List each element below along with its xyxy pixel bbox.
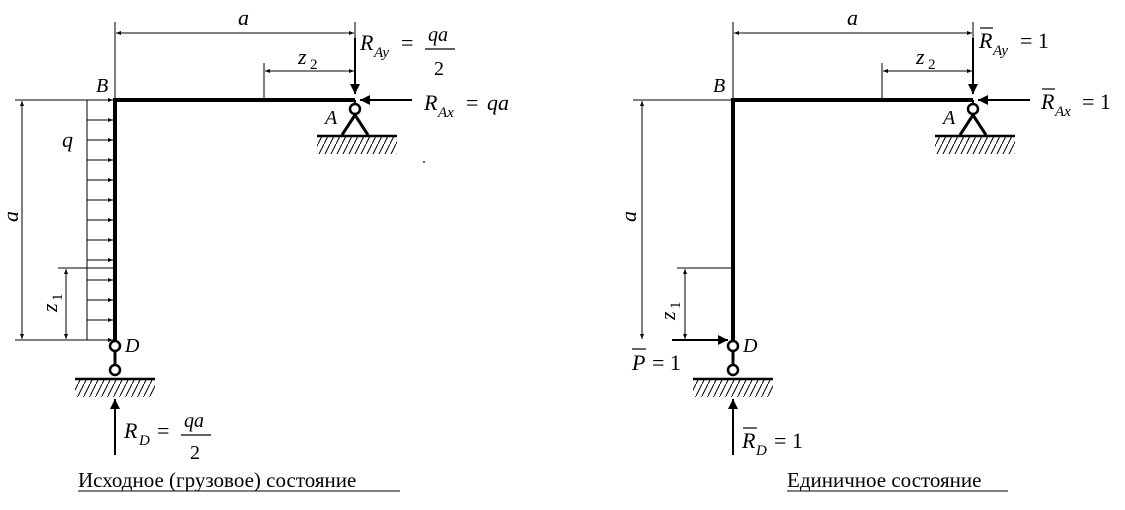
svg-text:= 1: = 1 [1082,89,1111,114]
svg-text:D: D [755,443,767,459]
label-a-horizontal: a [238,5,249,30]
label-a-vertical: a [616,211,641,222]
svg-text:z: z [915,44,925,69]
svg-text:2: 2 [310,57,318,73]
label-RD: R D = qa 2 [123,410,211,464]
svg-text:=: = [466,90,478,115]
dimension-a-horizontal [732,22,974,98]
label-A: A [941,107,956,129]
label-D: D [124,335,140,357]
svg-text:R: R [741,428,756,453]
dimension-z1 [677,267,731,339]
caption-unit-state: Единичное состояние [787,468,981,492]
label-RAx: R Ax = qa [423,90,509,121]
label-A: A [323,107,338,129]
svg-text:= 1: = 1 [1020,28,1049,53]
support-D [75,339,155,397]
dimension-a-vertical [633,99,731,339]
svg-text:D: D [138,433,150,449]
dimension-a-horizontal [114,22,356,98]
label-D: D [742,335,758,357]
dimension-z2 [881,63,972,98]
label-RAy: R Ay = qa 2 [359,24,455,80]
svg-text:z: z [297,44,307,69]
label-RAy: R Ay = 1 [978,27,1049,59]
svg-text:2: 2 [434,58,444,80]
svg-text:Ay: Ay [992,43,1008,59]
support-A [317,100,397,154]
label-RD: R D = 1 [741,427,803,459]
label-a-vertical: a [0,211,23,222]
support-D [693,339,773,397]
dimension-a-vertical [15,99,113,341]
svg-text:1: 1 [668,302,684,310]
svg-text:z: z [37,303,62,313]
svg-text:Ax: Ax [1054,104,1071,120]
svg-text:Ay: Ay [373,45,389,61]
svg-text:R: R [1040,89,1055,114]
svg-text:R: R [359,30,374,55]
dimension-z1 [58,267,113,339]
label-z1: z 1 [37,294,66,314]
svg-text:R: R [423,90,438,115]
frame-BD-AB [731,98,973,340]
svg-text:P: P [631,350,645,375]
svg-text:z: z [655,311,680,321]
support-A [935,100,1015,154]
svg-text:2: 2 [190,442,200,464]
loaded-state-diagram: q a z 1 a [0,5,509,492]
label-z1: z 1 [655,302,684,322]
label-q: q [62,127,73,152]
svg-text:1: 1 [50,294,66,302]
svg-text:=: = [401,30,413,55]
caption-loaded-state: Исходное (грузовое) состояние [78,468,356,492]
frame-BD-AB [113,98,355,340]
unit-state-diagram: a z 1 a z 2 B A [616,5,1111,492]
label-B: B [96,75,108,97]
svg-text:R: R [123,418,138,443]
label-RAx: R Ax = 1 [1040,88,1111,120]
svg-text:R: R [978,28,993,53]
svg-text:qa: qa [428,24,448,46]
svg-text:= 1: = 1 [774,428,803,453]
label-z2: z 2 [297,44,318,73]
label-P: P = 1 [631,348,681,375]
label-z2: z 2 [915,44,936,73]
svg-text:=: = [157,418,169,443]
distributed-load-q [86,98,113,342]
svg-text:qa: qa [487,90,509,115]
svg-text:qa: qa [184,410,204,432]
svg-text:2: 2 [928,57,936,73]
svg-text:Ax: Ax [437,105,454,121]
label-a-horizontal: a [847,5,858,30]
dimension-z2 [263,63,354,98]
svg-text:= 1: = 1 [652,350,681,375]
label-B: B [713,75,725,97]
